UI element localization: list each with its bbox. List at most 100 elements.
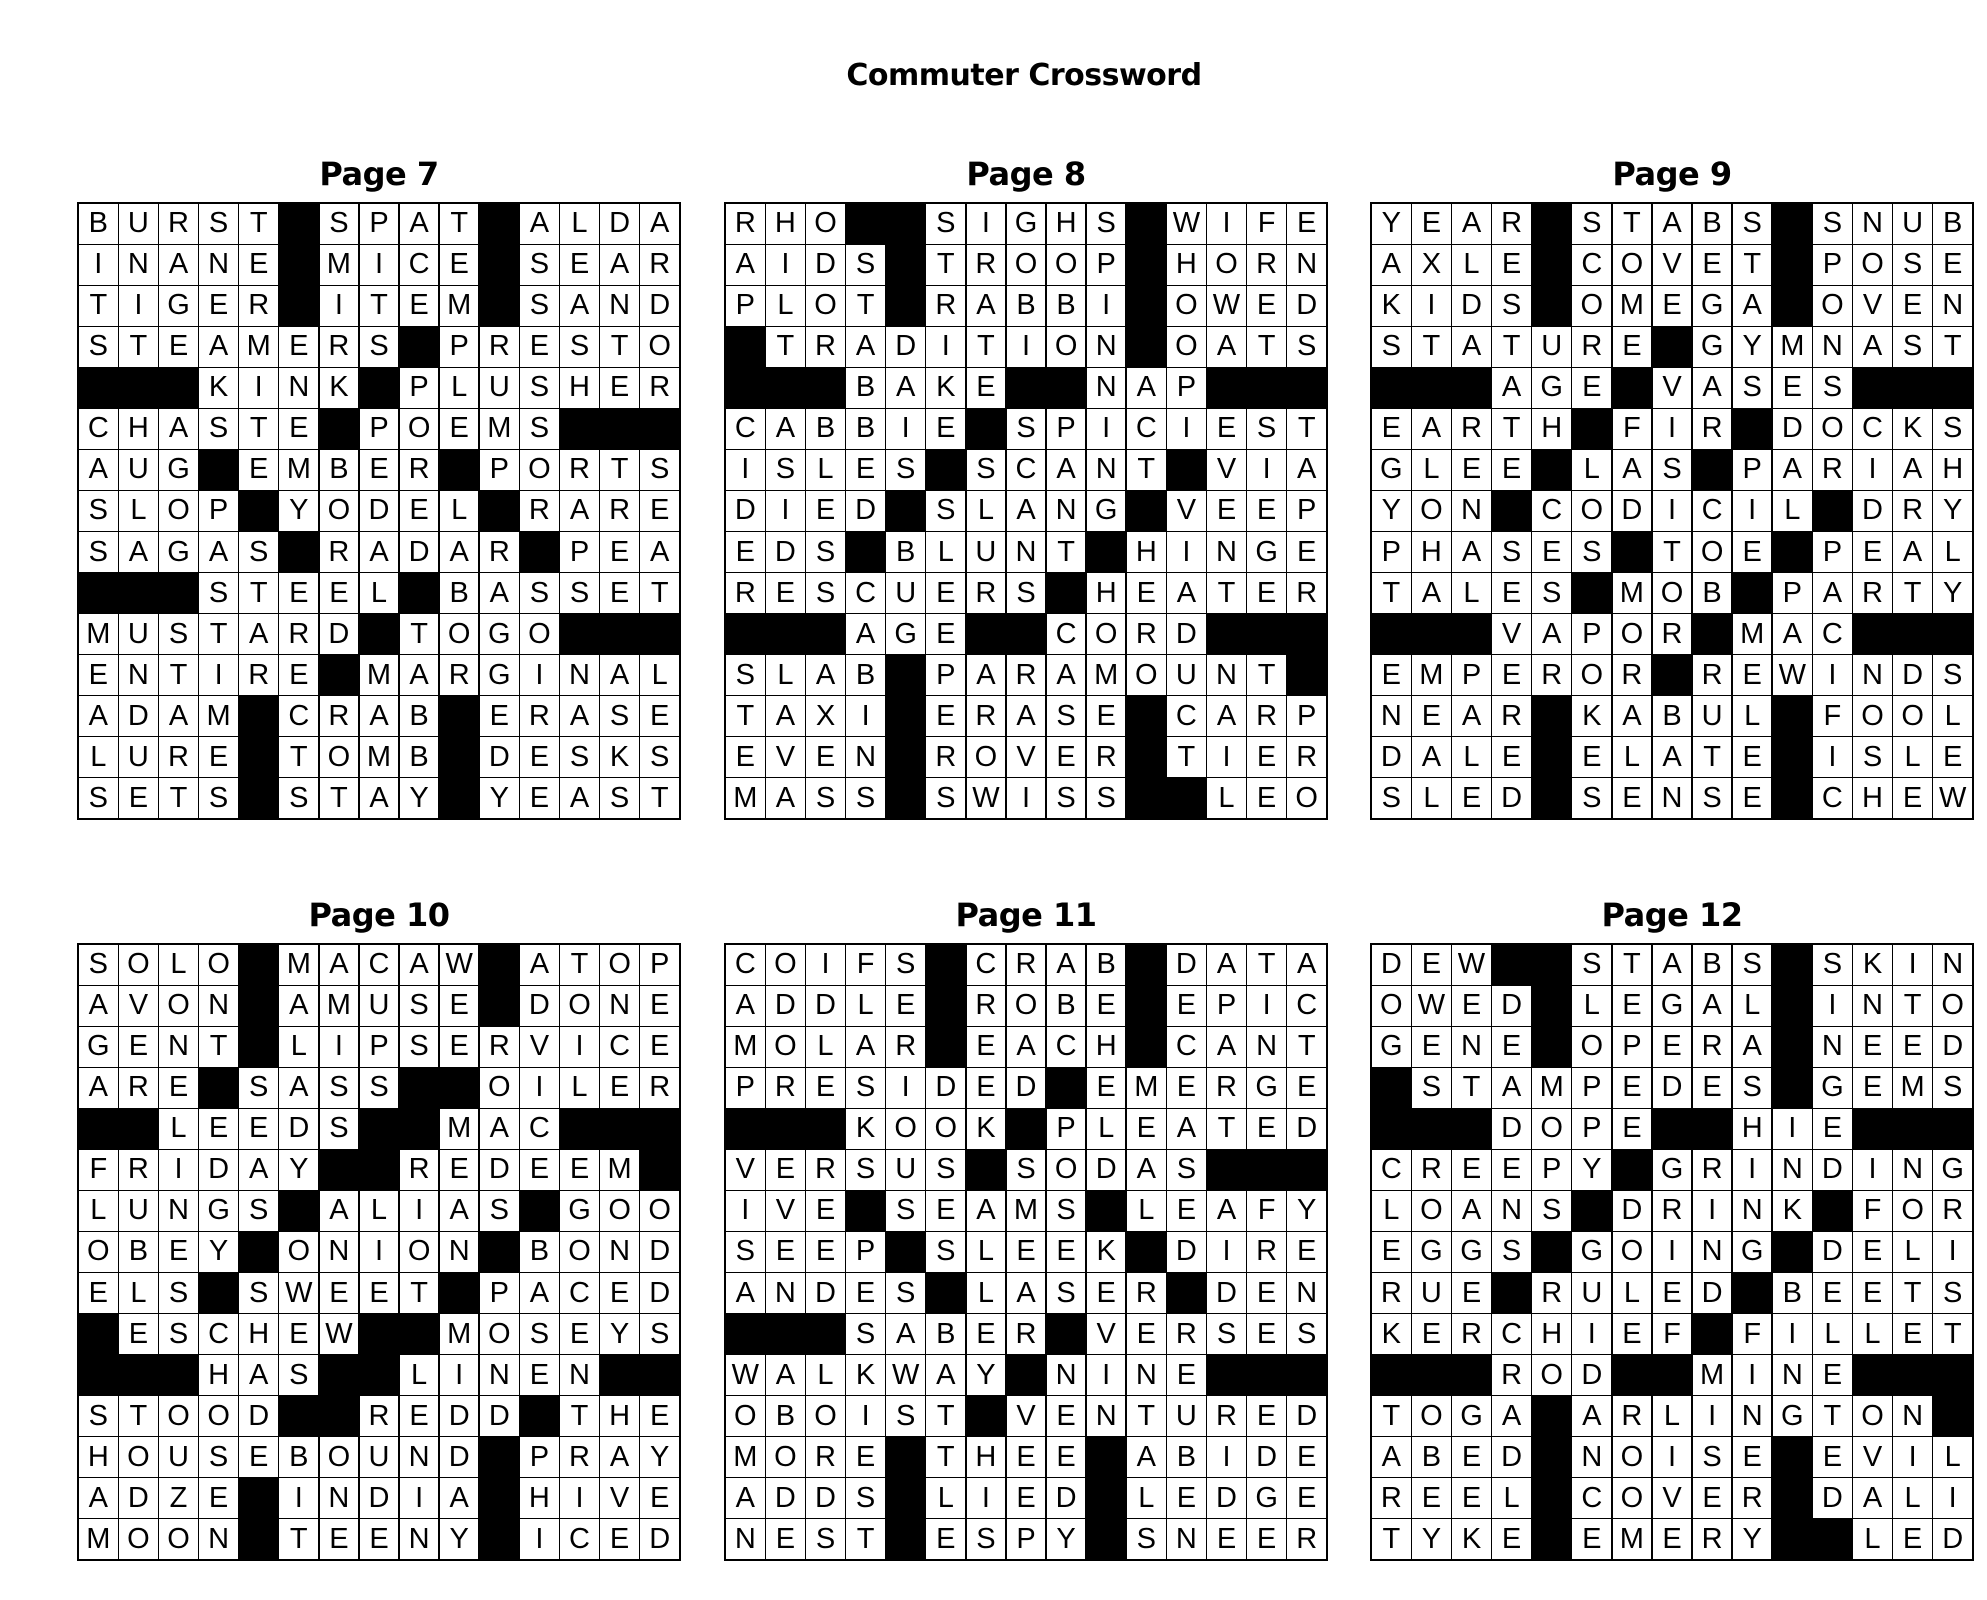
letter-cell: R <box>1612 1396 1652 1436</box>
letter-cell: S <box>239 1273 278 1313</box>
letter-cell: O <box>479 1314 519 1354</box>
letter-cell: A <box>439 532 479 572</box>
letter-cell: V <box>766 737 805 777</box>
letter-cell: M <box>1412 655 1451 695</box>
letter-cell: S <box>926 491 966 531</box>
letter-cell: U <box>1893 204 1932 244</box>
letter-cell: O <box>520 450 559 490</box>
black-square <box>600 614 639 654</box>
letter-cell: D <box>1006 1068 1046 1108</box>
black-square <box>479 204 519 244</box>
letter-cell: E <box>1412 945 1451 985</box>
letter-cell: N <box>1207 655 1246 695</box>
letter-cell: O <box>199 1396 238 1436</box>
letter-cell: N <box>1006 532 1046 572</box>
black-square <box>239 737 278 777</box>
black-square <box>966 1396 1006 1436</box>
black-square <box>1893 368 1932 408</box>
letter-cell: L <box>79 737 118 777</box>
letter-cell: R <box>640 1068 679 1108</box>
letter-cell: T <box>239 573 278 613</box>
letter-cell: O <box>1412 1396 1451 1436</box>
letter-cell: E <box>1492 450 1531 490</box>
letter-cell: D <box>926 1068 966 1108</box>
letter-cell: O <box>199 945 238 985</box>
letter-cell: A <box>1452 696 1491 736</box>
letter-cell: U <box>886 1150 925 1190</box>
black-square <box>806 368 845 408</box>
letter-cell: U <box>886 573 925 613</box>
letter-cell: M <box>1126 1068 1166 1108</box>
letter-cell: M <box>1692 1355 1732 1395</box>
letter-cell: I <box>1006 327 1046 367</box>
letter-cell: R <box>399 1150 439 1190</box>
letter-cell: W <box>1452 945 1491 985</box>
letter-cell: R <box>1732 1478 1772 1518</box>
letter-cell: T <box>439 204 479 244</box>
letter-cell: Y <box>479 778 519 818</box>
letter-cell: E <box>279 327 319 367</box>
letter-cell: E <box>1933 737 1972 777</box>
letter-cell: Y <box>279 1150 319 1190</box>
letter-cell: S <box>199 204 238 244</box>
letter-cell: S <box>886 1273 925 1313</box>
letter-cell: L <box>1772 491 1812 531</box>
letter-cell: V <box>1652 368 1692 408</box>
letter-cell: P <box>1046 409 1086 449</box>
letter-cell: L <box>1207 778 1246 818</box>
letter-cell: E <box>479 696 519 736</box>
letter-cell: E <box>439 245 479 285</box>
letter-cell: O <box>1412 491 1451 531</box>
letter-cell: D <box>846 491 885 531</box>
letter-cell: A <box>1813 573 1852 613</box>
letter-cell: S <box>1813 368 1852 408</box>
letter-cell: A <box>886 368 925 408</box>
letter-cell: C <box>520 1109 559 1149</box>
letter-cell: S <box>640 1314 679 1354</box>
letter-cell: F <box>1813 696 1852 736</box>
letter-cell: A <box>199 532 238 572</box>
letter-cell: E <box>520 778 559 818</box>
black-square <box>1853 614 1892 654</box>
letter-cell: C <box>1046 1027 1086 1067</box>
letter-cell: S <box>846 1314 885 1354</box>
black-square <box>319 655 359 695</box>
letter-cell: I <box>439 1355 479 1395</box>
letter-cell: R <box>1492 204 1531 244</box>
black-square <box>1692 1314 1732 1354</box>
letter-cell: R <box>726 204 765 244</box>
black-square <box>159 368 198 408</box>
letter-cell: L <box>1732 986 1772 1026</box>
letter-cell: N <box>1933 286 1972 326</box>
letter-cell: E <box>1046 1437 1086 1477</box>
black-square <box>1853 368 1892 408</box>
black-square <box>199 450 238 490</box>
letter-cell: M <box>1612 286 1652 326</box>
black-square <box>1532 945 1571 985</box>
letter-cell: R <box>359 1396 399 1436</box>
letter-cell: H <box>239 1314 278 1354</box>
letter-cell: O <box>119 1519 158 1559</box>
letter-cell: T <box>600 450 639 490</box>
letter-cell: N <box>766 1273 805 1313</box>
letter-cell: G <box>1247 1478 1286 1518</box>
black-square <box>359 1314 399 1354</box>
letter-cell: N <box>1692 1232 1732 1272</box>
letter-cell: I <box>966 204 1006 244</box>
letter-cell: A <box>886 1314 925 1354</box>
letter-cell: S <box>600 778 639 818</box>
letter-cell: I <box>1933 1232 1972 1272</box>
letter-cell: N <box>1772 1150 1812 1190</box>
black-square <box>1772 945 1812 985</box>
letter-cell: E <box>159 1068 198 1108</box>
black-square <box>279 532 319 572</box>
letter-cell: E <box>399 1396 439 1436</box>
black-square <box>1732 573 1772 613</box>
letter-cell: K <box>846 1109 885 1149</box>
letter-cell: E <box>1287 1437 1326 1477</box>
letter-cell: I <box>1652 1232 1692 1272</box>
letter-cell: E <box>1492 655 1531 695</box>
letter-cell: N <box>1813 1027 1852 1067</box>
